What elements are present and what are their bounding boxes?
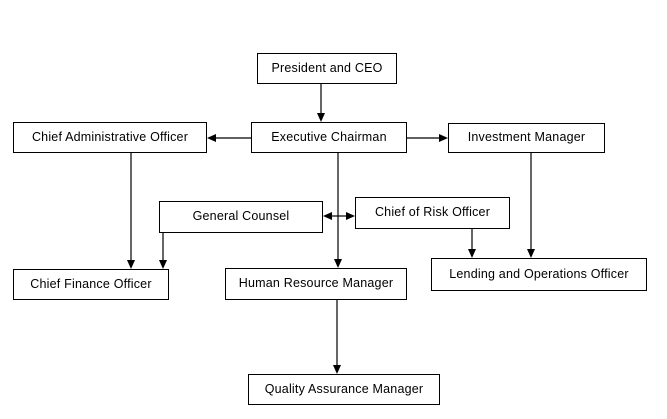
node-label-chief-of-risk-officer: Chief of Risk Officer — [374, 205, 491, 220]
node-label-quality-assurance-manager: Quality Assurance Manager — [264, 381, 424, 396]
arrowhead-chairman-to-cao-end — [207, 134, 216, 142]
arrowhead-hrm-to-qam-end — [333, 365, 341, 374]
node-label-chief-administrative-officer: Chief Administrative Officer — [31, 129, 189, 144]
arrowhead-gc-cro-mutual-start — [323, 212, 332, 220]
node-label-lending-operations-officer: Lending and Operations Officer — [449, 266, 629, 281]
arrowhead-chairman-to-im-end — [439, 134, 448, 142]
node-label-human-resource-manager: Human Resource Manager — [238, 276, 394, 291]
node-quality-assurance-manager: Quality Assurance Manager — [248, 374, 440, 405]
node-chief-of-risk-officer: Chief of Risk Officer — [355, 197, 510, 229]
node-chief-finance-officer: Chief Finance Officer — [13, 269, 169, 300]
arrowhead-chairman-to-hrm-end — [334, 259, 342, 268]
arrowhead-im-to-loo-end — [527, 249, 535, 258]
node-label-president-ceo: President and CEO — [271, 60, 383, 75]
node-lending-operations-officer: Lending and Operations Officer — [431, 258, 647, 291]
node-president-ceo: President and CEO — [257, 53, 397, 84]
node-label-investment-manager: Investment Manager — [467, 130, 586, 145]
node-label-general-counsel: General Counsel — [192, 209, 290, 224]
arrowhead-gc-to-cfo-end — [159, 260, 167, 269]
node-general-counsel: General Counsel — [159, 201, 323, 233]
node-human-resource-manager: Human Resource Manager — [225, 268, 407, 300]
arrowhead-cro-to-loo-end — [468, 249, 476, 258]
arrowhead-gc-cro-mutual-end — [346, 212, 355, 220]
arrowhead-ceo-to-chairman-end — [317, 113, 325, 122]
arrowhead-cao-to-cfo-end — [127, 260, 135, 269]
node-executive-chairman: Executive Chairman — [251, 122, 407, 153]
node-investment-manager: Investment Manager — [448, 123, 605, 153]
node-chief-administrative-officer: Chief Administrative Officer — [13, 122, 207, 153]
node-label-chief-finance-officer: Chief Finance Officer — [30, 276, 152, 291]
node-label-executive-chairman: Executive Chairman — [271, 129, 387, 144]
